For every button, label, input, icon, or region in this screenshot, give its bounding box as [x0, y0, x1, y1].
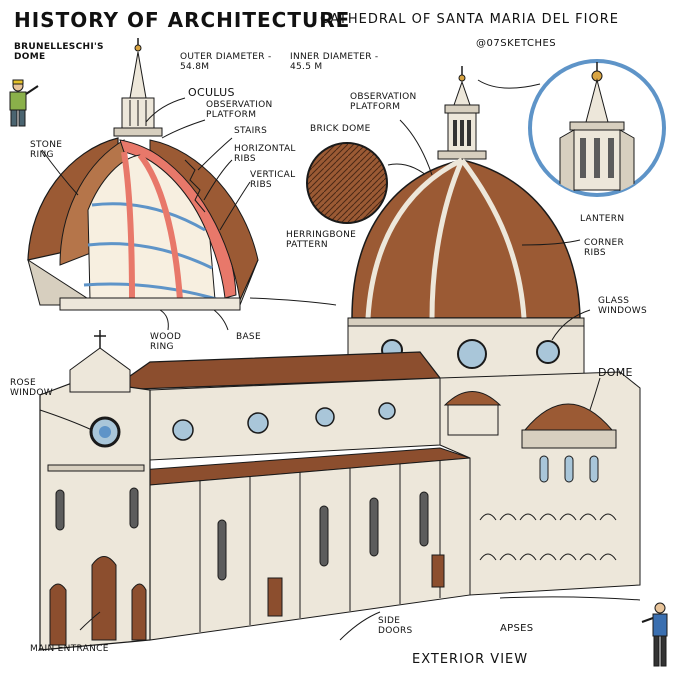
- page-subtitle: CATHEDRAL OF SANTA MARIA DEL FIORE: [320, 12, 619, 27]
- main-entrance-door: [91, 556, 117, 641]
- lantern-detail: [528, 59, 666, 197]
- label-base: BASE: [236, 332, 261, 342]
- label-brick-dome: BRICK DOME: [310, 124, 371, 134]
- nave-roof: [107, 351, 442, 391]
- label-inner-diameter: INNER DIAMETER - 45.5 m: [290, 52, 379, 72]
- label-outer-diameter: OUTER DIAMETER - 54.8m: [180, 52, 272, 72]
- drum-window-3: [536, 340, 560, 364]
- label-apses: APSES: [500, 623, 534, 634]
- drum-window-2: [457, 339, 487, 369]
- label-exterior-view: EXTERIOR VIEW: [412, 652, 529, 667]
- side-door-1: [267, 577, 283, 617]
- label-stone-ring: STONE RING: [30, 140, 63, 160]
- label-stairs: STAIRS: [234, 126, 268, 136]
- cutaway-lantern: [113, 38, 163, 137]
- label-observation-platform-left: OBSERVATION PLATFORM: [206, 100, 273, 120]
- dome-interior: [87, 154, 216, 301]
- tribune-dome-right: [523, 403, 614, 431]
- label-brunelleschi: BRUNELLESCHI'S DOME: [14, 42, 104, 62]
- leader-lines: [39, 79, 641, 641]
- tribune-dome-left: [443, 391, 502, 406]
- label-rose-window: ROSE WINDOW: [10, 378, 53, 398]
- label-vertical-ribs: VERTICAL RIBS: [250, 170, 296, 190]
- side-door-2: [431, 554, 445, 588]
- page-title: HISTORY OF ARCHITECTURE: [14, 8, 351, 32]
- label-oculus: OCULUS: [188, 86, 235, 99]
- label-observation-platform-right: OBSERVATION PLATFORM: [350, 92, 417, 112]
- label-glass-windows: GLASS WINDOWS: [598, 296, 648, 316]
- label-corner-ribs: CORNER RIBS: [584, 238, 625, 258]
- herringbone-detail: [306, 142, 433, 224]
- label-main-entrance: MAIN ENTRANCE: [30, 644, 109, 654]
- label-horizontal-ribs: HORIZONTAL RIBS: [234, 144, 296, 164]
- label-dome: DOME: [598, 366, 633, 379]
- visitor-figure-right: [641, 602, 668, 667]
- label-wood-ring: WOOD RING: [150, 332, 182, 352]
- architect-figure-left: [9, 79, 39, 127]
- label-herringbone: HERRINGBONE PATTERN: [286, 230, 357, 250]
- artist-handle: @07SKETCHES: [476, 38, 557, 49]
- label-side-doors: SIDE DOORS: [378, 616, 413, 636]
- label-lantern: LANTERN: [580, 214, 625, 224]
- nave-side-wall: [149, 457, 471, 641]
- cutaway-dome-illustration: [27, 38, 259, 311]
- cathedral-body: [39, 330, 641, 651]
